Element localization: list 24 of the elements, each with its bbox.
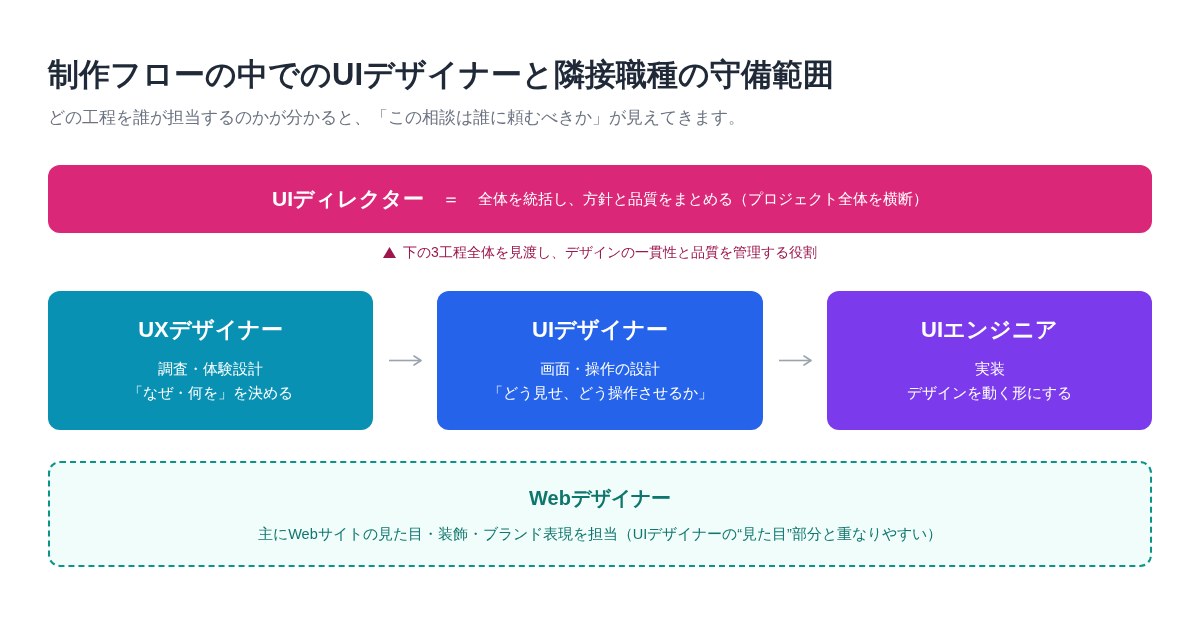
role-card bbox=[827, 291, 1152, 430]
role-title: UXデザイナー bbox=[138, 316, 283, 344]
role-title: UIディレクター bbox=[272, 186, 424, 212]
role-banner bbox=[48, 165, 1152, 233]
arrow bbox=[388, 355, 422, 366]
equals-sign: ＝ bbox=[442, 188, 460, 211]
arrow bbox=[778, 355, 812, 366]
role-description: 実装 bbox=[974, 359, 1005, 379]
role-description: 調査・体験設計 bbox=[158, 359, 263, 379]
role-description: デザインを動く形にする bbox=[907, 383, 1072, 403]
role-card bbox=[437, 291, 763, 430]
role-title: Webデザイナー bbox=[529, 485, 671, 511]
role-title: UIデザイナー bbox=[532, 316, 668, 344]
role-description: 「なぜ・何を」を決める bbox=[128, 383, 293, 403]
note: 下の3工程全体を見渡し、デザインの一貫性と品質を管理する役割 bbox=[403, 243, 817, 262]
role-title: UIエンジニア bbox=[921, 316, 1058, 344]
role-description: 主にWebサイトの見た目・装飾・ブランド表現を担当（UIデザイナーの“見た目”部分と重なりやすい） bbox=[258, 524, 942, 544]
role-description: 画面・操作の設計 bbox=[540, 359, 660, 379]
role-panel bbox=[48, 461, 1152, 567]
title: 制作フローの中でのUIデザイナーと隣接職種の守備範囲 bbox=[48, 56, 834, 94]
role-description: 全体を統括し、方針と品質をまとめる（プロジェクト全体を横断） bbox=[478, 189, 928, 209]
role-description: 「どう見せ、どう操作させるか」 bbox=[487, 383, 713, 403]
role-card bbox=[48, 291, 373, 430]
subtitle: どの工程を誰が担当するのかが分かると、「この相談は誰に頼むべきか」が見えてきます。 bbox=[48, 107, 745, 128]
